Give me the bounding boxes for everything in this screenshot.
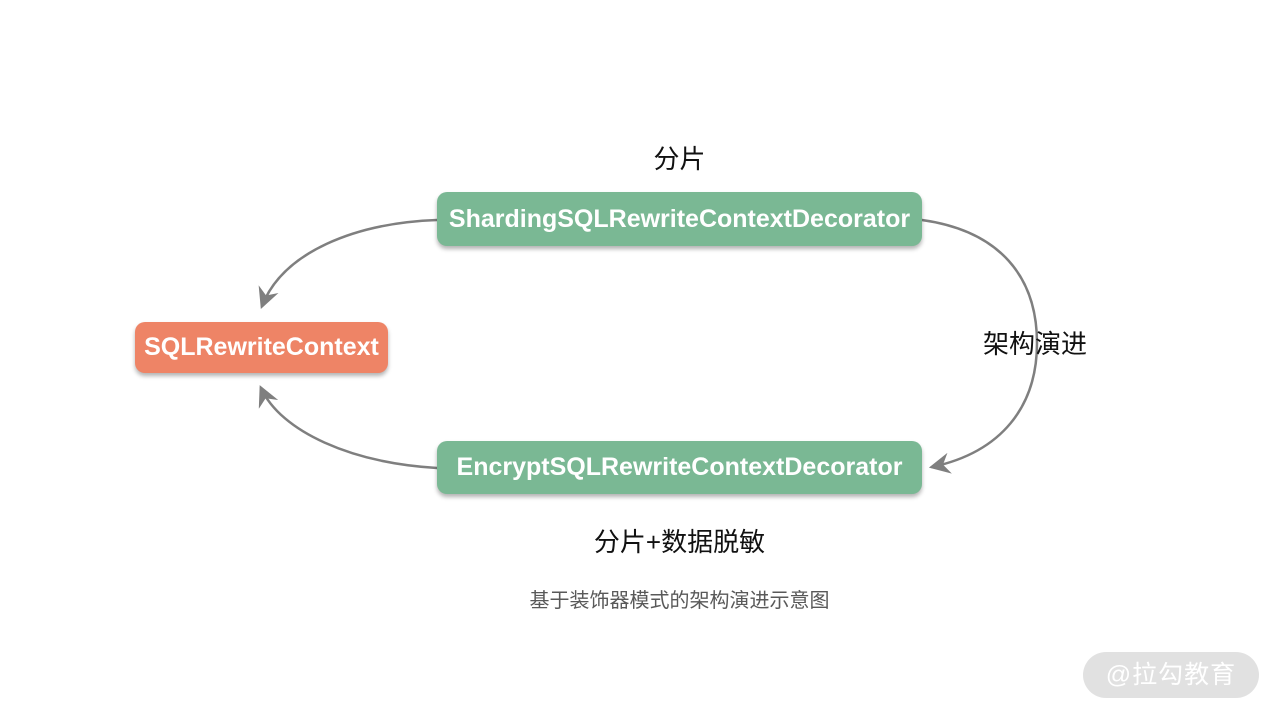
node-label: ShardingSQLRewriteContextDecorator [448, 204, 911, 233]
watermark-badge: @拉勾教育 [1083, 652, 1259, 698]
label-sharding: 分片 [653, 144, 706, 174]
node-sql-rewrite-context: SQLRewriteContext [135, 322, 388, 373]
arrow-sharding-to-encrypt [920, 218, 1039, 474]
diagram-caption: 基于装饰器模式的架构演进示意图 [529, 590, 830, 612]
node-sharding-sql-rewrite-context-decorator: ShardingSQLRewriteContextDecorator [437, 192, 922, 246]
node-encrypt-sql-rewrite-context-decorator: EncryptSQLRewriteContextDecorator [437, 441, 922, 494]
arrow-encrypt-to-context [258, 385, 439, 470]
node-label: SQLRewriteContext [144, 333, 379, 361]
watermark-text: @拉勾教育 [1105, 661, 1237, 689]
label-architecture-evolution: 架构演进 [983, 329, 1088, 359]
node-label: EncryptSQLRewriteContextDecorator [456, 453, 903, 481]
arrow-sharding-to-context [258, 218, 439, 309]
label-sharding-plus-masking: 分片+数据脱敏 [593, 527, 766, 557]
